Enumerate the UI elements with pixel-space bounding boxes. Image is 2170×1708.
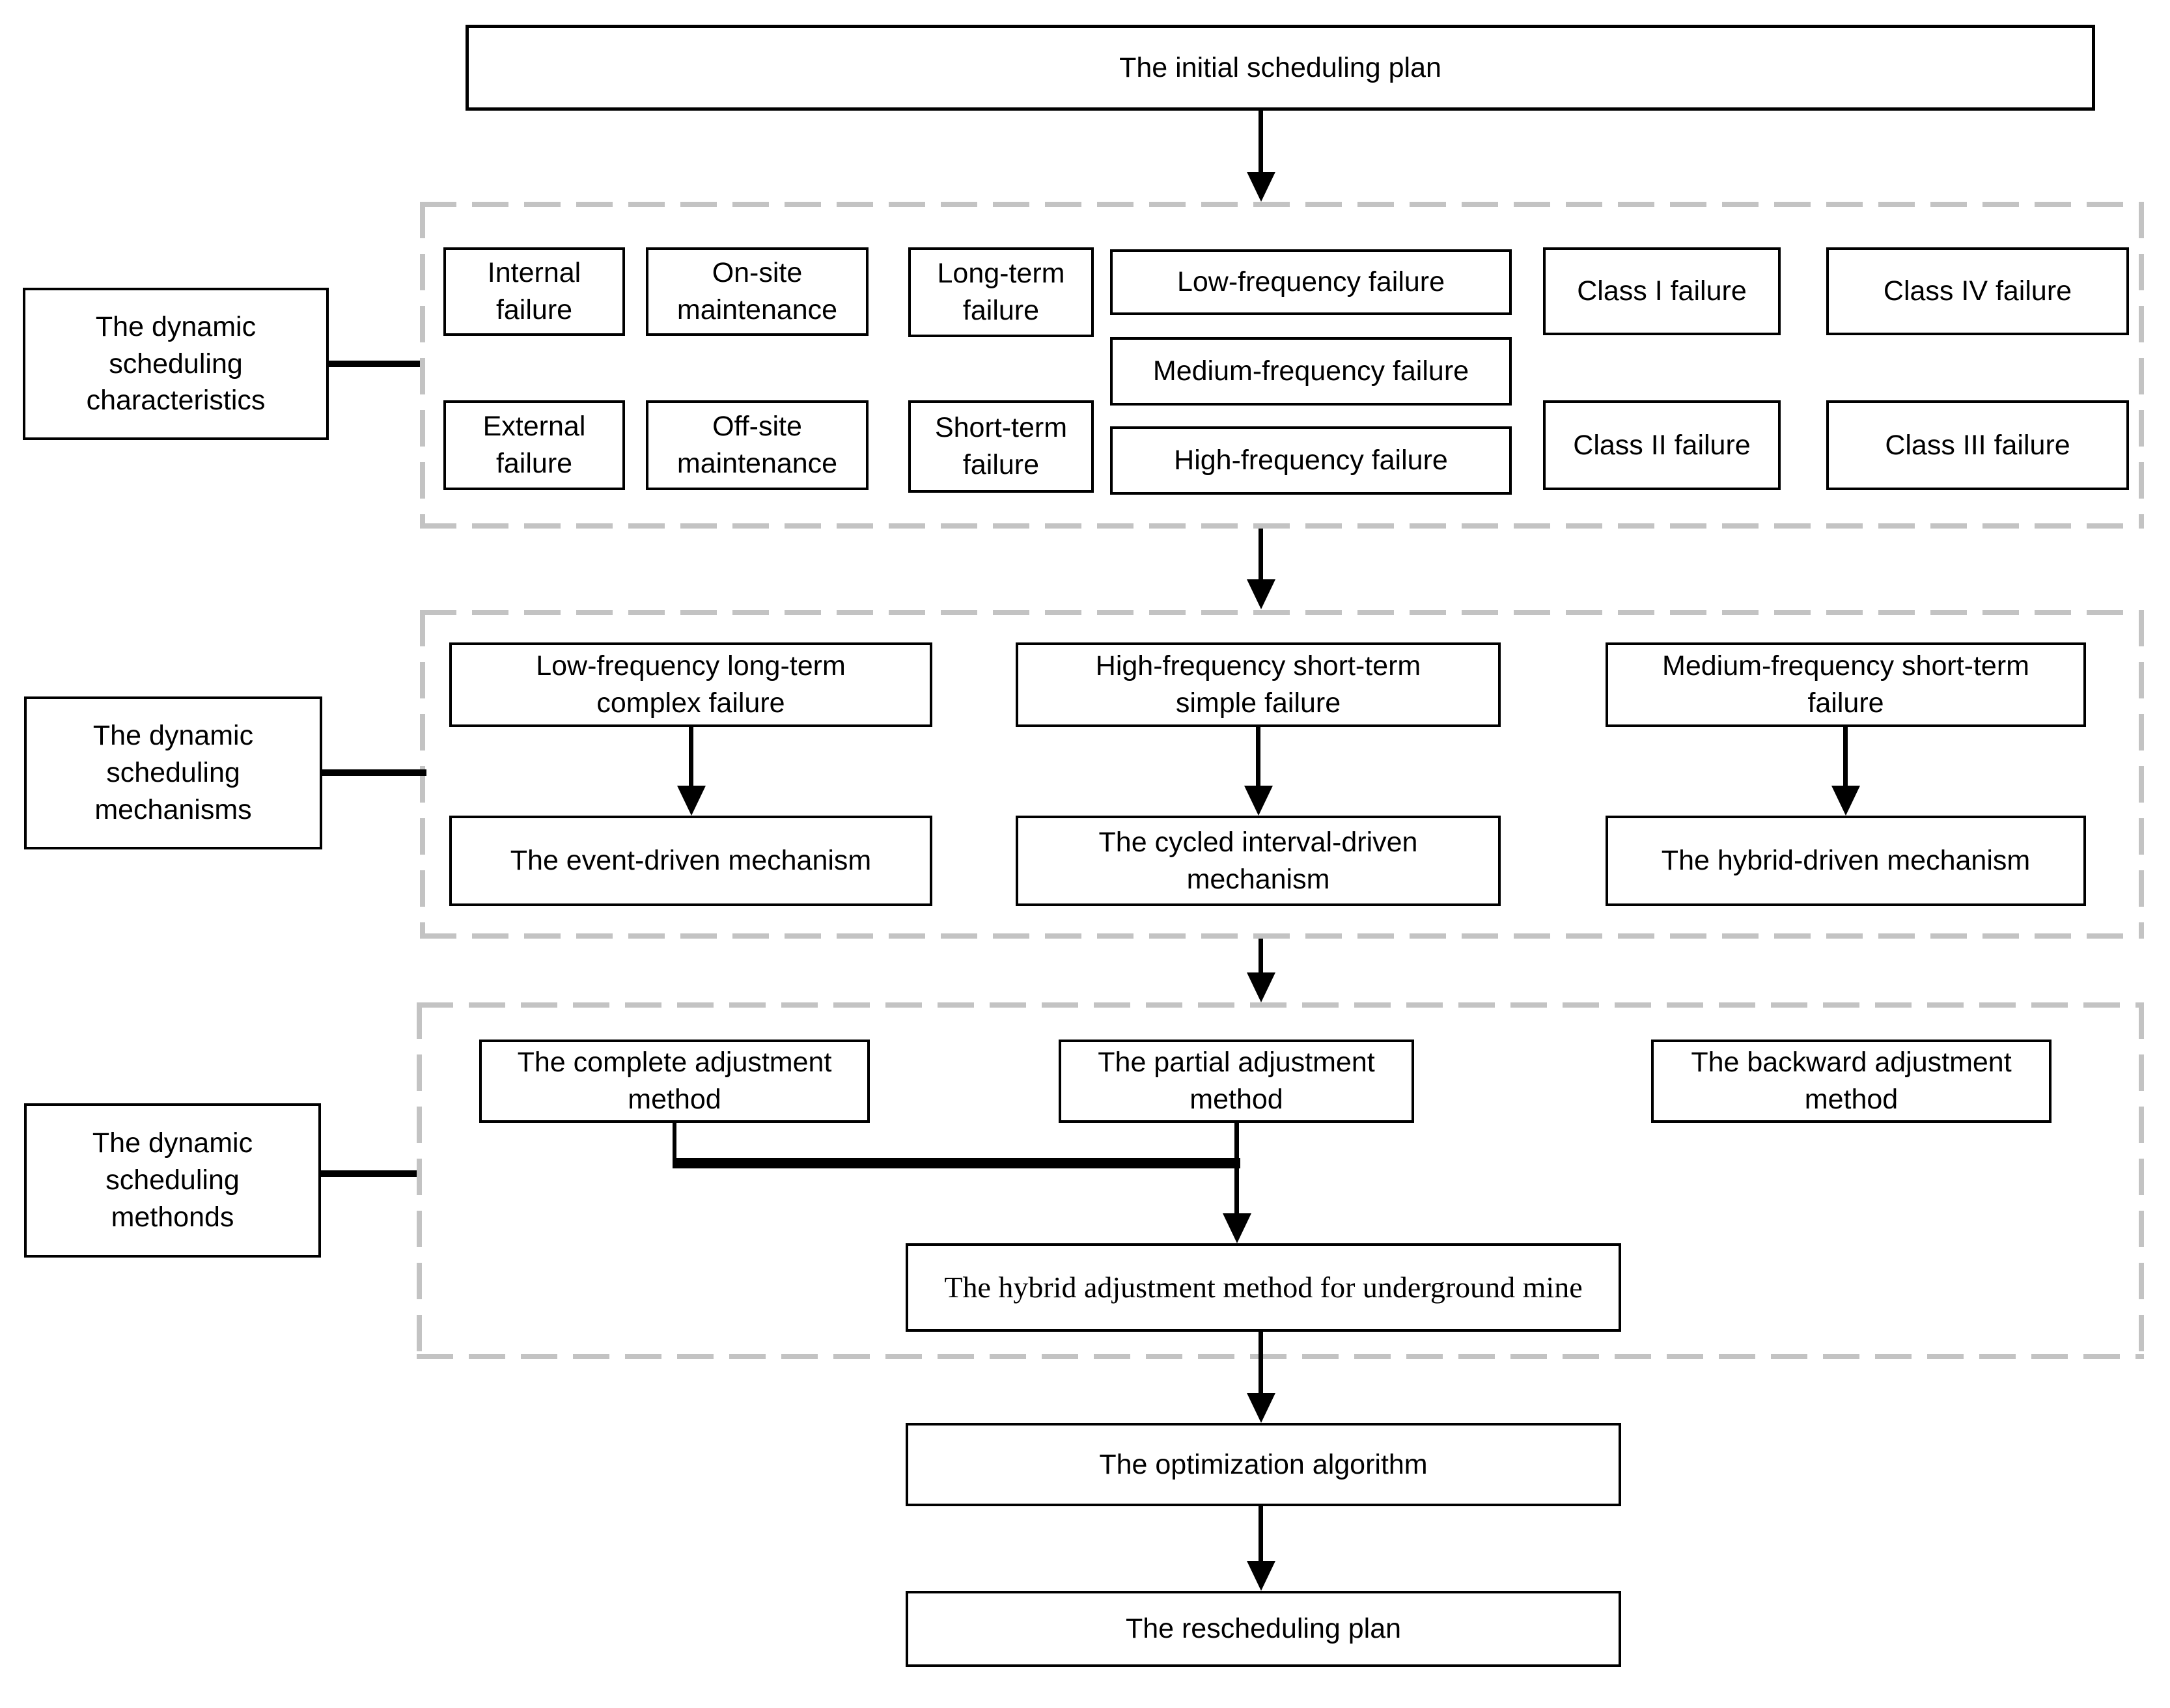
mechanisms-label-connector [322,769,426,776]
arrow-title-to-characteristics-shaft [1259,111,1263,174]
backward-adjustment-method-box: The backward adjustment method [1651,1040,2052,1123]
complete-method-connector-vertical [673,1123,676,1163]
methods-label-box: The dynamic scheduling methonds [24,1103,321,1258]
mechanisms-label-box: The dynamic scheduling mechanisms [24,696,322,849]
onsite-maintenance-box: On-site maintenance [646,247,869,336]
arrow-mechanisms-to-methods-shaft [1259,939,1263,975]
offsite-maintenance-box: Off-site maintenance [646,400,869,490]
arrow-to-hybrid-driven-head [1831,786,1860,816]
arrow-characteristics-to-mechanisms-shaft [1259,529,1263,581]
arrow-mechanisms-to-methods-head [1247,972,1275,1002]
hybrid-driven-mechanism-box: The hybrid-driven mechanism [1606,816,2086,906]
arrow-hybrid-to-optimization-head [1247,1393,1275,1423]
external-failure-box: External failure [443,400,625,490]
longterm-failure-box: Long-term failure [908,247,1094,337]
methods-label-connector [321,1170,417,1177]
medium-frequency-failure-box: Medium-frequency failure [1110,337,1512,406]
arrow-to-hybrid-driven-shaft [1843,727,1848,787]
rescheduling-plan-box: The rescheduling plan [906,1591,1621,1667]
high-freq-short-term-simple-failure-box: High-frequency short-term simple failure [1016,642,1501,727]
arrow-characteristics-to-mechanisms-head [1247,579,1275,609]
methods-join-connector-horizontal [673,1158,1240,1168]
arrow-to-cycled-interval-shaft [1256,727,1260,787]
low-freq-long-term-complex-failure-box: Low-frequency long-term complex failure [449,642,932,727]
arrow-to-cycled-interval-head [1244,786,1273,816]
arrow-hybrid-to-optimization-shaft [1259,1332,1263,1394]
arrow-to-event-driven-shaft [689,727,693,787]
initial-scheduling-plan-box: The initial scheduling plan [466,25,2095,111]
shortterm-failure-box: Short-term failure [908,400,1094,493]
arrow-optimization-to-rescheduling-head [1247,1561,1275,1591]
complete-adjustment-method-box: The complete adjustment method [479,1040,870,1123]
arrow-optimization-to-rescheduling-shaft [1259,1506,1263,1563]
class-i-failure-box: Class I failure [1543,247,1781,335]
partial-adjustment-method-box: The partial adjustment method [1059,1040,1414,1123]
optimization-algorithm-box: The optimization algorithm [906,1423,1621,1506]
characteristics-label-box: The dynamic scheduling characteristics [23,288,329,440]
high-frequency-failure-box: High-frequency failure [1110,426,1512,495]
hybrid-adjustment-method-box: The hybrid adjustment method for undergr… [906,1243,1621,1332]
arrow-title-to-characteristics-head [1247,172,1275,202]
class-ii-failure-box: Class II failure [1543,400,1781,490]
characteristics-label-connector [329,361,420,367]
medium-freq-short-term-failure-box: Medium-frequency short-term failure [1606,642,2086,727]
class-iv-failure-box: Class IV failure [1826,247,2129,335]
cycled-interval-driven-mechanism-box: The cycled interval-driven mechanism [1016,816,1501,906]
partial-method-connector-vertical [1234,1123,1239,1215]
internal-failure-box: Internal failure [443,247,625,336]
event-driven-mechanism-box: The event-driven mechanism [449,816,932,906]
arrow-to-event-driven-head [677,786,706,816]
class-iii-failure-box: Class III failure [1826,400,2129,490]
low-frequency-failure-box: Low-frequency failure [1110,249,1512,315]
arrow-to-hybrid-adjustment-head [1223,1213,1251,1243]
